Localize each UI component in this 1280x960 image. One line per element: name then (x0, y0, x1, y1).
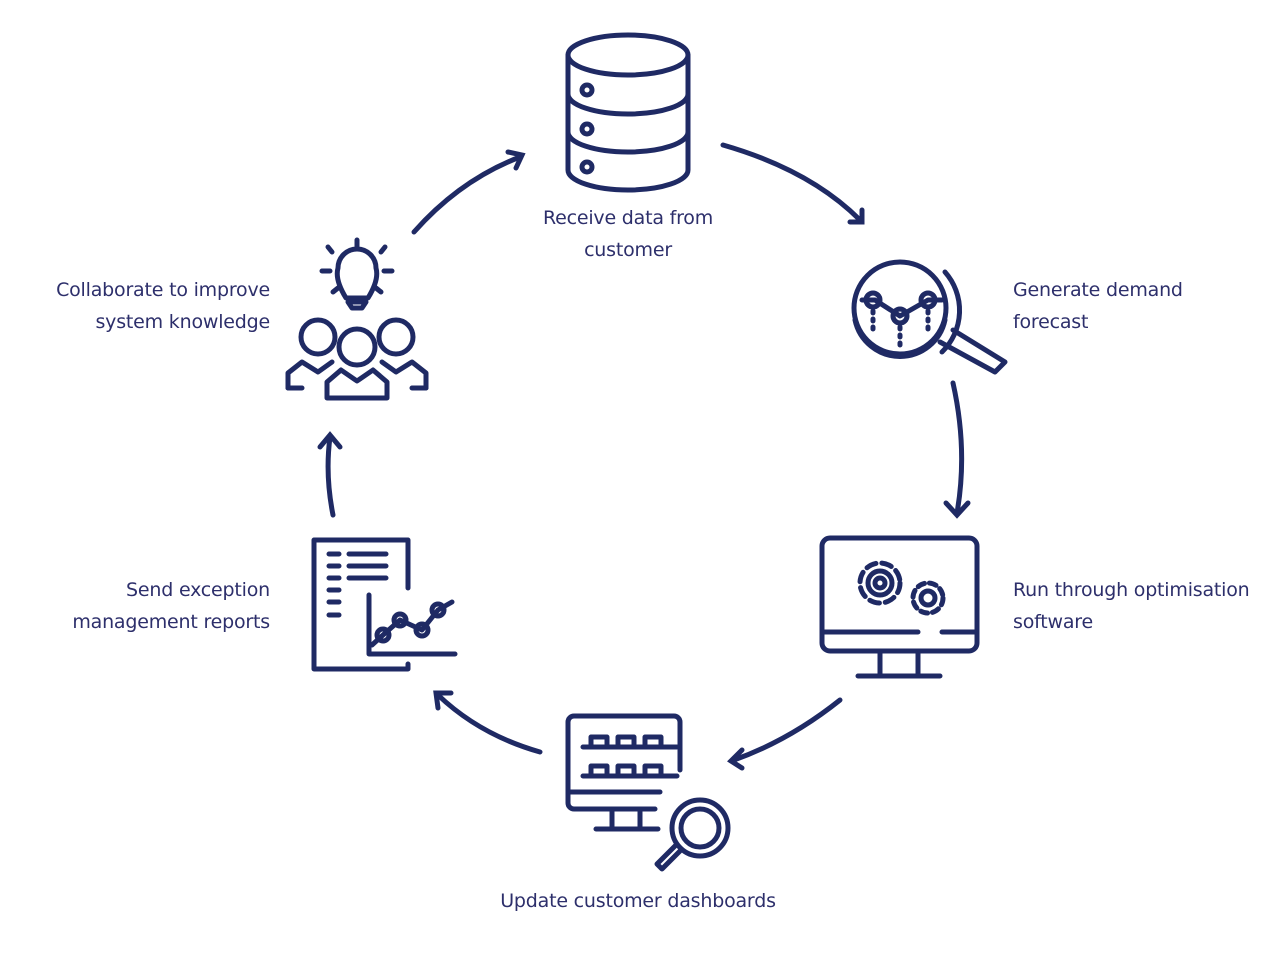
arrow-forecast-to-optimise (943, 380, 971, 519)
label-line: forecast (1013, 311, 1089, 333)
step-label-receive: Receive data from customer (528, 202, 728, 266)
team-idea-icon (285, 237, 429, 401)
arrow-dashboards-to-reports (433, 690, 543, 755)
small-gear (910, 580, 946, 616)
database-icon (565, 32, 691, 193)
label-line: customer (584, 239, 672, 261)
label-line: Send exception (126, 579, 270, 601)
step-label-collaborate: Collaborate to improve system knowledge (20, 274, 270, 338)
arrow-receive-to-forecast (720, 142, 865, 225)
magnifier-chart-icon (851, 259, 1008, 375)
step-label-forecast: Generate demand forecast (1013, 274, 1183, 338)
step-label-reports: Send exception management reports (30, 574, 270, 638)
label-line: Run through optimisation (1013, 579, 1250, 601)
label-line: Collaborate to improve (56, 279, 270, 301)
large-gear (857, 560, 903, 606)
label-line: Receive data from (542, 207, 714, 229)
arrow-reports-to-collaborate (317, 431, 343, 518)
label-line: system knowledge (95, 311, 270, 333)
label-line: Generate demand (1013, 279, 1183, 301)
monitor-gears-icon (819, 535, 980, 679)
label-line: Update customer dashboards (500, 890, 776, 912)
report-chart-icon (311, 537, 458, 672)
label-line: management reports (72, 611, 270, 633)
arrow-optimise-to-dashboards (727, 697, 843, 771)
arrow-collaborate-to-receive (411, 149, 526, 235)
step-label-optimise: Run through optimisation software (1013, 574, 1250, 638)
step-label-dashboards: Update customer dashboards (468, 885, 808, 917)
monitor-dashboard-search-icon (565, 713, 731, 872)
label-line: software (1013, 611, 1093, 633)
